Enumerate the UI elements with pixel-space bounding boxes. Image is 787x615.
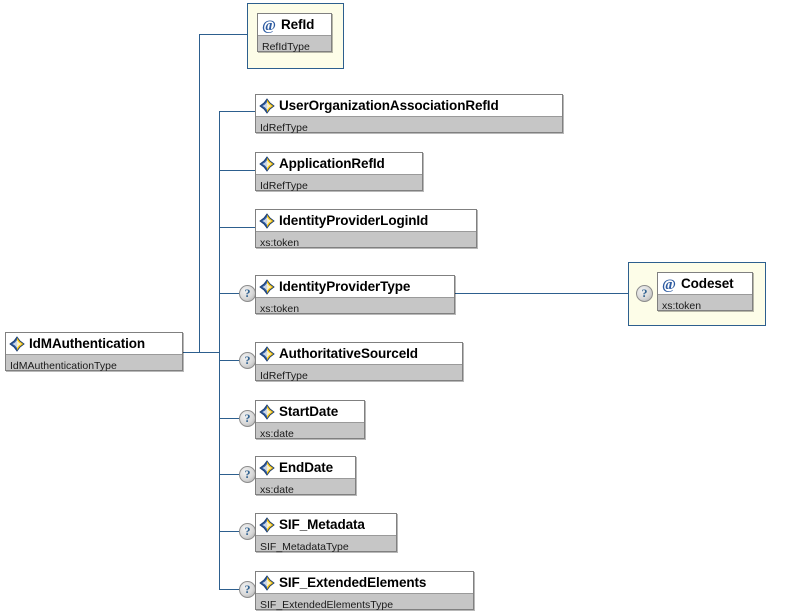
- node-name-row: @ RefId: [258, 14, 331, 35]
- node-type-row: xs:token: [256, 231, 476, 249]
- node-type-label: xs:date: [260, 428, 294, 440]
- node-type-row: xs:token: [256, 297, 454, 315]
- node-name-row: StartDate: [256, 401, 364, 422]
- connector-spur-identityprovidertype: [219, 293, 239, 294]
- node-type-label: IdRefType: [260, 180, 308, 192]
- node-identityprovidertype[interactable]: IdentityProviderType xs:token: [255, 275, 455, 315]
- optional-marker-identityprovidertype: ?: [239, 285, 256, 302]
- node-name-row: @ Codeset: [658, 273, 752, 294]
- optional-marker-enddate: ?: [239, 466, 256, 483]
- node-name-row: IdMAuthentication: [6, 333, 182, 354]
- node-name-label: IdMAuthentication: [29, 336, 146, 351]
- connector-spur-enddate: [219, 474, 239, 475]
- node-name-label: UserOrganizationAssociationRefId: [279, 98, 499, 113]
- node-type-label: xs:token: [260, 303, 300, 315]
- node-type-label: IdMAuthenticationType: [10, 360, 117, 372]
- optional-marker-codeset: ?: [636, 285, 653, 302]
- node-name-label: SIF_Metadata: [279, 517, 365, 532]
- node-type-label: IdRefType: [260, 370, 308, 382]
- node-authoritativesourceid[interactable]: AuthoritativeSourceId IdRefType: [255, 342, 463, 382]
- connector-attribute-to-refid: [199, 34, 248, 35]
- connector-identityprovidertype-to-codeset: [455, 293, 628, 294]
- node-type-row: xs:date: [256, 478, 355, 496]
- element-icon: [259, 155, 275, 172]
- connector-spur-sif-metadata: [219, 531, 239, 532]
- connector-spur-sif-extendedelements: [219, 589, 239, 590]
- node-name-row: SIF_Metadata: [256, 514, 396, 535]
- node-startdate[interactable]: StartDate xs:date: [255, 400, 365, 440]
- node-identityproviderloginid[interactable]: IdentityProviderLoginId xs:token: [255, 209, 477, 249]
- optional-marker-authoritativesourceid: ?: [239, 352, 256, 369]
- node-enddate[interactable]: EndDate xs:date: [255, 456, 356, 496]
- node-name-row: EndDate: [256, 457, 355, 478]
- node-type-row: RefIdType: [258, 35, 331, 53]
- element-icon: [9, 335, 25, 352]
- element-icon: [259, 403, 275, 420]
- connector-spur-userorganizationassociationrefid: [219, 111, 255, 112]
- node-userorganizationassociationrefid[interactable]: UserOrganizationAssociationRefId IdRefTy…: [255, 94, 563, 134]
- node-name-row: AuthoritativeSourceId: [256, 343, 462, 364]
- node-name-label: IdentityProviderLoginId: [279, 213, 429, 228]
- node-idmauthentication[interactable]: IdMAuthentication IdMAuthenticationType: [5, 332, 183, 372]
- node-name-row: UserOrganizationAssociationRefId: [256, 95, 562, 116]
- node-applicationrefid[interactable]: ApplicationRefId IdRefType: [255, 152, 423, 192]
- node-name-label: EndDate: [279, 460, 334, 475]
- element-icon: [259, 459, 275, 476]
- node-sif-metadata[interactable]: SIF_Metadata SIF_MetadataType: [255, 513, 397, 553]
- node-type-row: IdRefType: [256, 364, 462, 382]
- node-name-row: SIF_ExtendedElements: [256, 572, 473, 593]
- node-type-label: xs:token: [260, 237, 300, 249]
- node-type-label: SIF_MetadataType: [260, 541, 349, 553]
- connector-spur-identityproviderloginid: [219, 227, 255, 228]
- node-type-row: xs:date: [256, 422, 364, 440]
- element-icon: [259, 345, 275, 362]
- node-type-row: xs:token: [658, 294, 752, 312]
- node-type-row: IdRefType: [256, 116, 562, 134]
- node-name-label: Codeset: [681, 276, 734, 291]
- connector-attribute-riser: [199, 34, 200, 353]
- node-type-row: SIF_MetadataType: [256, 535, 396, 553]
- node-name-row: IdentityProviderLoginId: [256, 210, 476, 231]
- element-icon: [259, 97, 275, 114]
- connector-element-trunk: [219, 111, 220, 589]
- svg-text:@: @: [662, 277, 676, 292]
- node-type-label: IdRefType: [260, 122, 308, 134]
- node-type-row: IdRefType: [256, 174, 422, 192]
- node-type-row: SIF_ExtendedElementsType: [256, 593, 473, 611]
- connector-root-stub: [183, 352, 219, 353]
- svg-text:@: @: [262, 18, 276, 33]
- node-type-row: IdMAuthenticationType: [6, 354, 182, 372]
- node-sif-extendedelements[interactable]: SIF_ExtendedElements SIF_ExtendedElement…: [255, 571, 474, 611]
- element-icon: [259, 516, 275, 533]
- optional-marker-startdate: ?: [239, 410, 256, 427]
- connector-spur-startdate: [219, 418, 239, 419]
- element-icon: [259, 212, 275, 229]
- optional-marker-sif-metadata: ?: [239, 523, 256, 540]
- node-refid[interactable]: @ RefId RefIdType: [257, 13, 332, 53]
- node-type-label: SIF_ExtendedElementsType: [260, 599, 394, 611]
- node-type-label: xs:token: [662, 300, 702, 312]
- node-name-label: StartDate: [279, 404, 339, 419]
- node-name-row: ApplicationRefId: [256, 153, 422, 174]
- element-icon: [259, 278, 275, 295]
- node-name-label: AuthoritativeSourceId: [279, 346, 418, 361]
- node-codeset[interactable]: @ Codeset xs:token: [657, 272, 753, 312]
- attribute-icon: @: [661, 276, 677, 292]
- node-name-label: ApplicationRefId: [279, 156, 385, 171]
- attribute-icon: @: [261, 17, 277, 33]
- connector-spur-authoritativesourceid: [219, 360, 239, 361]
- element-icon: [259, 574, 275, 591]
- node-type-label: RefIdType: [262, 41, 310, 53]
- node-name-label: IdentityProviderType: [279, 279, 411, 294]
- node-name-row: IdentityProviderType: [256, 276, 454, 297]
- connector-spur-applicationrefid: [219, 170, 255, 171]
- node-type-label: xs:date: [260, 484, 294, 496]
- node-name-label: SIF_ExtendedElements: [279, 575, 427, 590]
- optional-marker-sif-extendedelements: ?: [239, 581, 256, 598]
- node-name-label: RefId: [281, 17, 315, 32]
